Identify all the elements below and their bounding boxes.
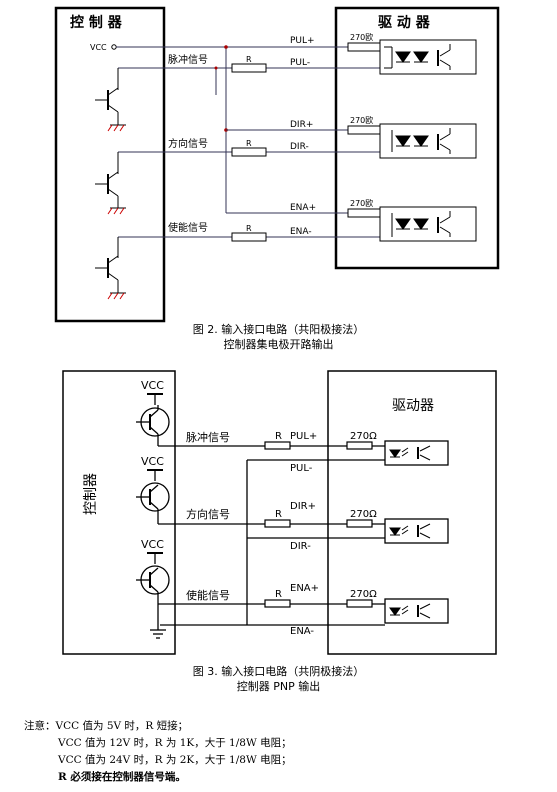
fig1-controller-title: 控 制 器: [70, 14, 123, 31]
fig2-r-label-2: R: [275, 509, 282, 520]
fig1-signal-ena: 使能信号: [168, 221, 208, 234]
fig2-signal-pulse: 脉冲信号: [186, 430, 230, 444]
figure-1-labels: 控 制 器 驱 动 器 VCC 脉冲信号 方向信号 使能信号 R R R PUL…: [70, 14, 431, 237]
fig1-r270-label-3: 270欧: [350, 198, 373, 208]
fig2-pul-plus: PUL+: [290, 431, 317, 442]
fig2-r270-ena: [346, 599, 373, 608]
fig1-driver-title: 驱 动 器: [378, 14, 431, 31]
fig2-r-ena: [264, 599, 291, 608]
fig1-dir-minus: DIR-: [290, 142, 309, 152]
fig2-ena-plus: ENA+: [290, 583, 319, 594]
fig2-caption: 图 3. 输入接口电路（共阴极接法） 控制器 PNP 输出: [0, 664, 557, 694]
fig1-caption-line1: 图 2. 输入接口电路（共阳极接法）: [192, 323, 365, 336]
note-line-1: 注意：VCC 值为 5V 时，R 短接；: [24, 720, 189, 732]
fig1-ena-plus: ENA+: [290, 203, 316, 213]
fig2-driver-box: [327, 370, 497, 655]
fig2-r-label-1: R: [275, 431, 282, 442]
fig1-r-label-3: R: [246, 224, 252, 233]
fig1-vcc-label: VCC: [90, 43, 107, 52]
fig1-r270-label-2: 270欧: [350, 115, 373, 125]
notes-block: 注意：VCC 值为 5V 时，R 短接； VCC 值为 12V 时，R 为 1K…: [24, 718, 292, 786]
fig1-optocoupler-ena: [379, 206, 477, 242]
fig1-r-ena: [231, 232, 267, 242]
fig1-driver-box: [334, 6, 500, 270]
fig1-vcc-terminal: [111, 44, 117, 50]
fig2-vcc-2: VCC: [141, 455, 164, 468]
fig2-transistor-1: [136, 394, 265, 447]
note-line-2: VCC 值为 12V 时，R 为 1K，大于 1/8W 电阻；: [58, 737, 292, 749]
note-line-3: VCC 值为 24V 时，R 为 2K，大于 1/8W 电阻；: [58, 754, 292, 766]
fig2-signal-dir: 方向信号: [186, 507, 230, 521]
fig2-caption-line1: 图 3. 输入接口电路（共阴极接法）: [192, 665, 365, 678]
fig2-r-pulse: [264, 441, 291, 450]
fig1-caption-line2: 控制器集电极开路输出: [223, 338, 334, 351]
fig1-optocoupler-pul: [379, 39, 477, 75]
fig1-signal-dir: 方向信号: [168, 137, 208, 150]
fig1-caption: 图 2. 输入接口电路（共阳极接法） 控制器集电极开路输出: [0, 322, 557, 352]
fig1-signal-pulse: 脉冲信号: [168, 53, 208, 66]
fig2-r270-label-2: 270Ω: [350, 509, 377, 520]
fig1-r270-ena: [347, 208, 383, 218]
fig2-caption-line2: 控制器 PNP 输出: [236, 680, 321, 693]
fig2-vcc-1: VCC: [141, 379, 164, 392]
fig2-optocoupler-pul: [384, 440, 449, 466]
fig1-controller-box: [54, 6, 166, 323]
fig2-pul-minus: PUL-: [290, 463, 313, 474]
fig1-r270-dir: [347, 125, 383, 135]
fig2-dir-plus: DIR+: [290, 501, 316, 512]
note-line-4: R 必须接在控制器信号端。: [58, 771, 186, 783]
fig2-ena-minus: ENA-: [290, 626, 314, 637]
fig2-r-dir: [264, 519, 291, 528]
fig1-r-label-2: R: [246, 139, 252, 148]
fig1-r270-pul: [347, 42, 383, 52]
figure-2-labels: 控制器 驱动器 VCC VCC VCC 脉冲信号 方向信号 使能信号 R R R…: [83, 379, 434, 637]
fig2-r270-pul: [346, 441, 373, 450]
fig1-pul-minus: PUL-: [290, 58, 310, 68]
fig2-dir-minus: DIR-: [290, 541, 311, 552]
fig2-optocoupler-dir: [384, 518, 449, 544]
fig2-signal-ena: 使能信号: [186, 588, 230, 602]
fig1-pul-plus: PUL+: [290, 36, 315, 46]
fig1-r-label-1: R: [246, 55, 252, 64]
fig1-ena-minus: ENA-: [290, 227, 312, 237]
fig2-r270-dir: [346, 519, 373, 528]
fig1-transistor-2: [95, 152, 126, 215]
fig1-optocoupler-dir: [379, 123, 477, 159]
fig1-dir-plus: DIR+: [290, 120, 313, 130]
fig2-r270-label-3: 270Ω: [350, 589, 377, 600]
fig2-vcc-3: VCC: [141, 538, 164, 551]
fig2-r-label-3: R: [275, 589, 282, 600]
figure-1-common-anode: [54, 6, 500, 323]
fig2-driver-title: 驱动器: [392, 398, 434, 414]
fig1-transistor-3: [95, 237, 126, 300]
fig1-r-pulse: [231, 63, 267, 73]
fig2-controller-title: 控制器: [83, 473, 99, 515]
fig2-optocoupler-ena: [384, 598, 449, 624]
fig1-r-dir: [231, 147, 267, 157]
fig1-r270-label-1: 270欧: [350, 32, 373, 42]
fig1-transistor-1: [95, 68, 126, 132]
fig2-r270-label-1: 270Ω: [350, 431, 377, 442]
fig2-controller-box: [62, 370, 176, 655]
figure-2-common-cathode: [62, 370, 497, 655]
